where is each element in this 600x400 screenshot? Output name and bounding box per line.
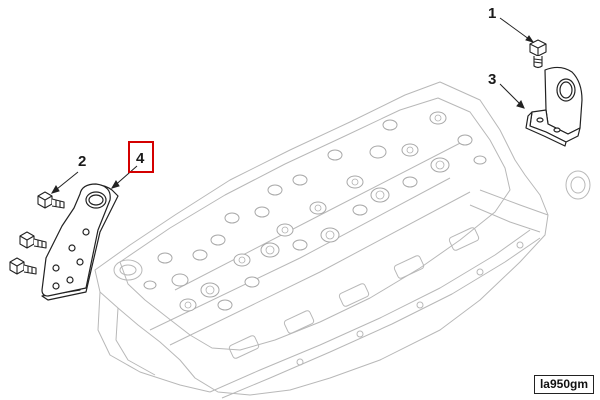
callout-leaders: [50, 17, 535, 194]
callout-4-highlight-box: [128, 141, 154, 173]
head-bolt-centers: [184, 114, 445, 309]
bolt-part-1: [529, 39, 547, 69]
cylinder-head-outline: [94, 81, 591, 399]
callout-1: 1: [488, 5, 496, 22]
bracket-part-4: [41, 183, 119, 301]
bolt-part-2-lower: [9, 257, 37, 275]
callout-3: 3: [488, 71, 496, 88]
bolt-part-2-middle: [19, 231, 47, 249]
callout-4: 4: [136, 150, 145, 167]
bracket-part-3: [525, 66, 583, 147]
bolt-part-2-upper: [37, 191, 65, 209]
figure-reference-code: la950gm: [533, 375, 594, 394]
callout-2: 2: [78, 153, 86, 170]
head-bolt-bosses: [143, 111, 487, 312]
